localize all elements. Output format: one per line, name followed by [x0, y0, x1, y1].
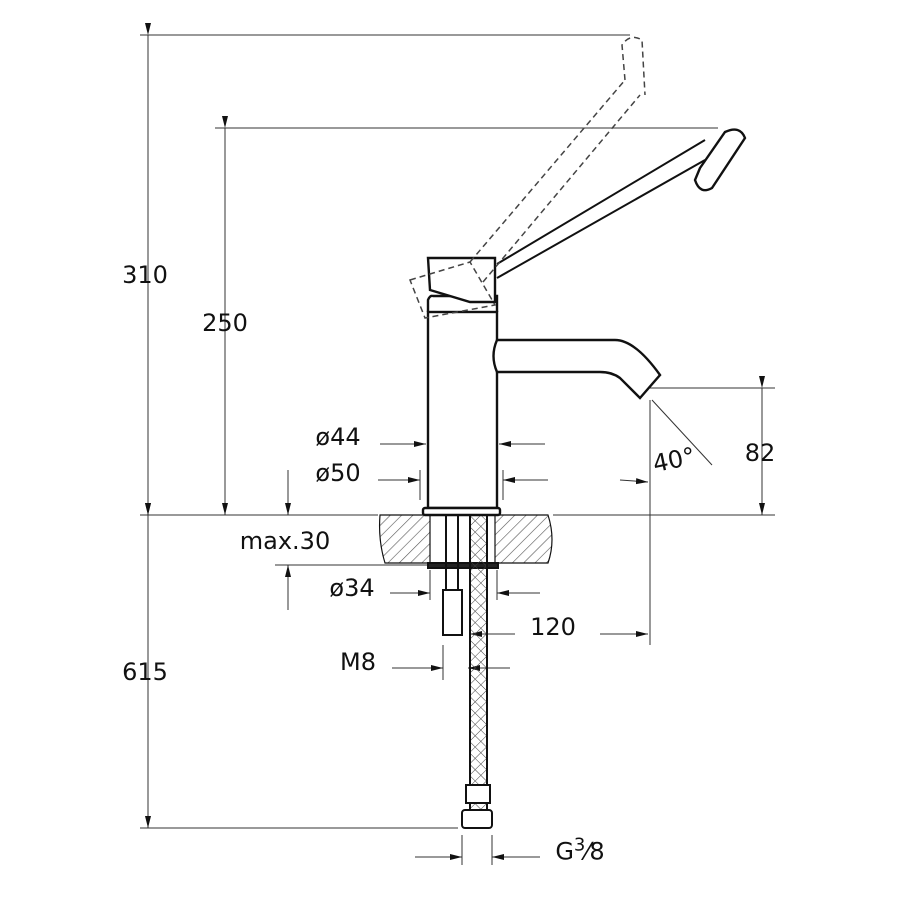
dim-m8: M8	[340, 648, 376, 676]
dim-dia-34: ø34	[329, 574, 375, 602]
handle-open-position	[409, 36, 646, 319]
dim-250: 250	[202, 309, 248, 337]
dim-thread: G3⁄8	[555, 834, 605, 866]
dim-120: 120	[530, 613, 576, 641]
thread-den: 8	[589, 837, 605, 866]
dim-dia-44: ø44	[315, 423, 361, 451]
dim-615: 615	[122, 658, 168, 686]
dim-max-30: max.30	[239, 527, 331, 555]
dim-310: 310	[122, 261, 168, 289]
faucet-body	[421, 128, 747, 517]
dim-82: 82	[744, 439, 776, 467]
thread-num: 3	[573, 834, 586, 856]
thread-g: G	[555, 837, 574, 866]
countertop-section	[378, 514, 553, 564]
dimension-arrows	[145, 23, 765, 865]
extension-lines	[140, 34, 775, 829]
dim-dia-50: ø50	[315, 459, 361, 487]
mounting-hardware	[427, 514, 499, 829]
